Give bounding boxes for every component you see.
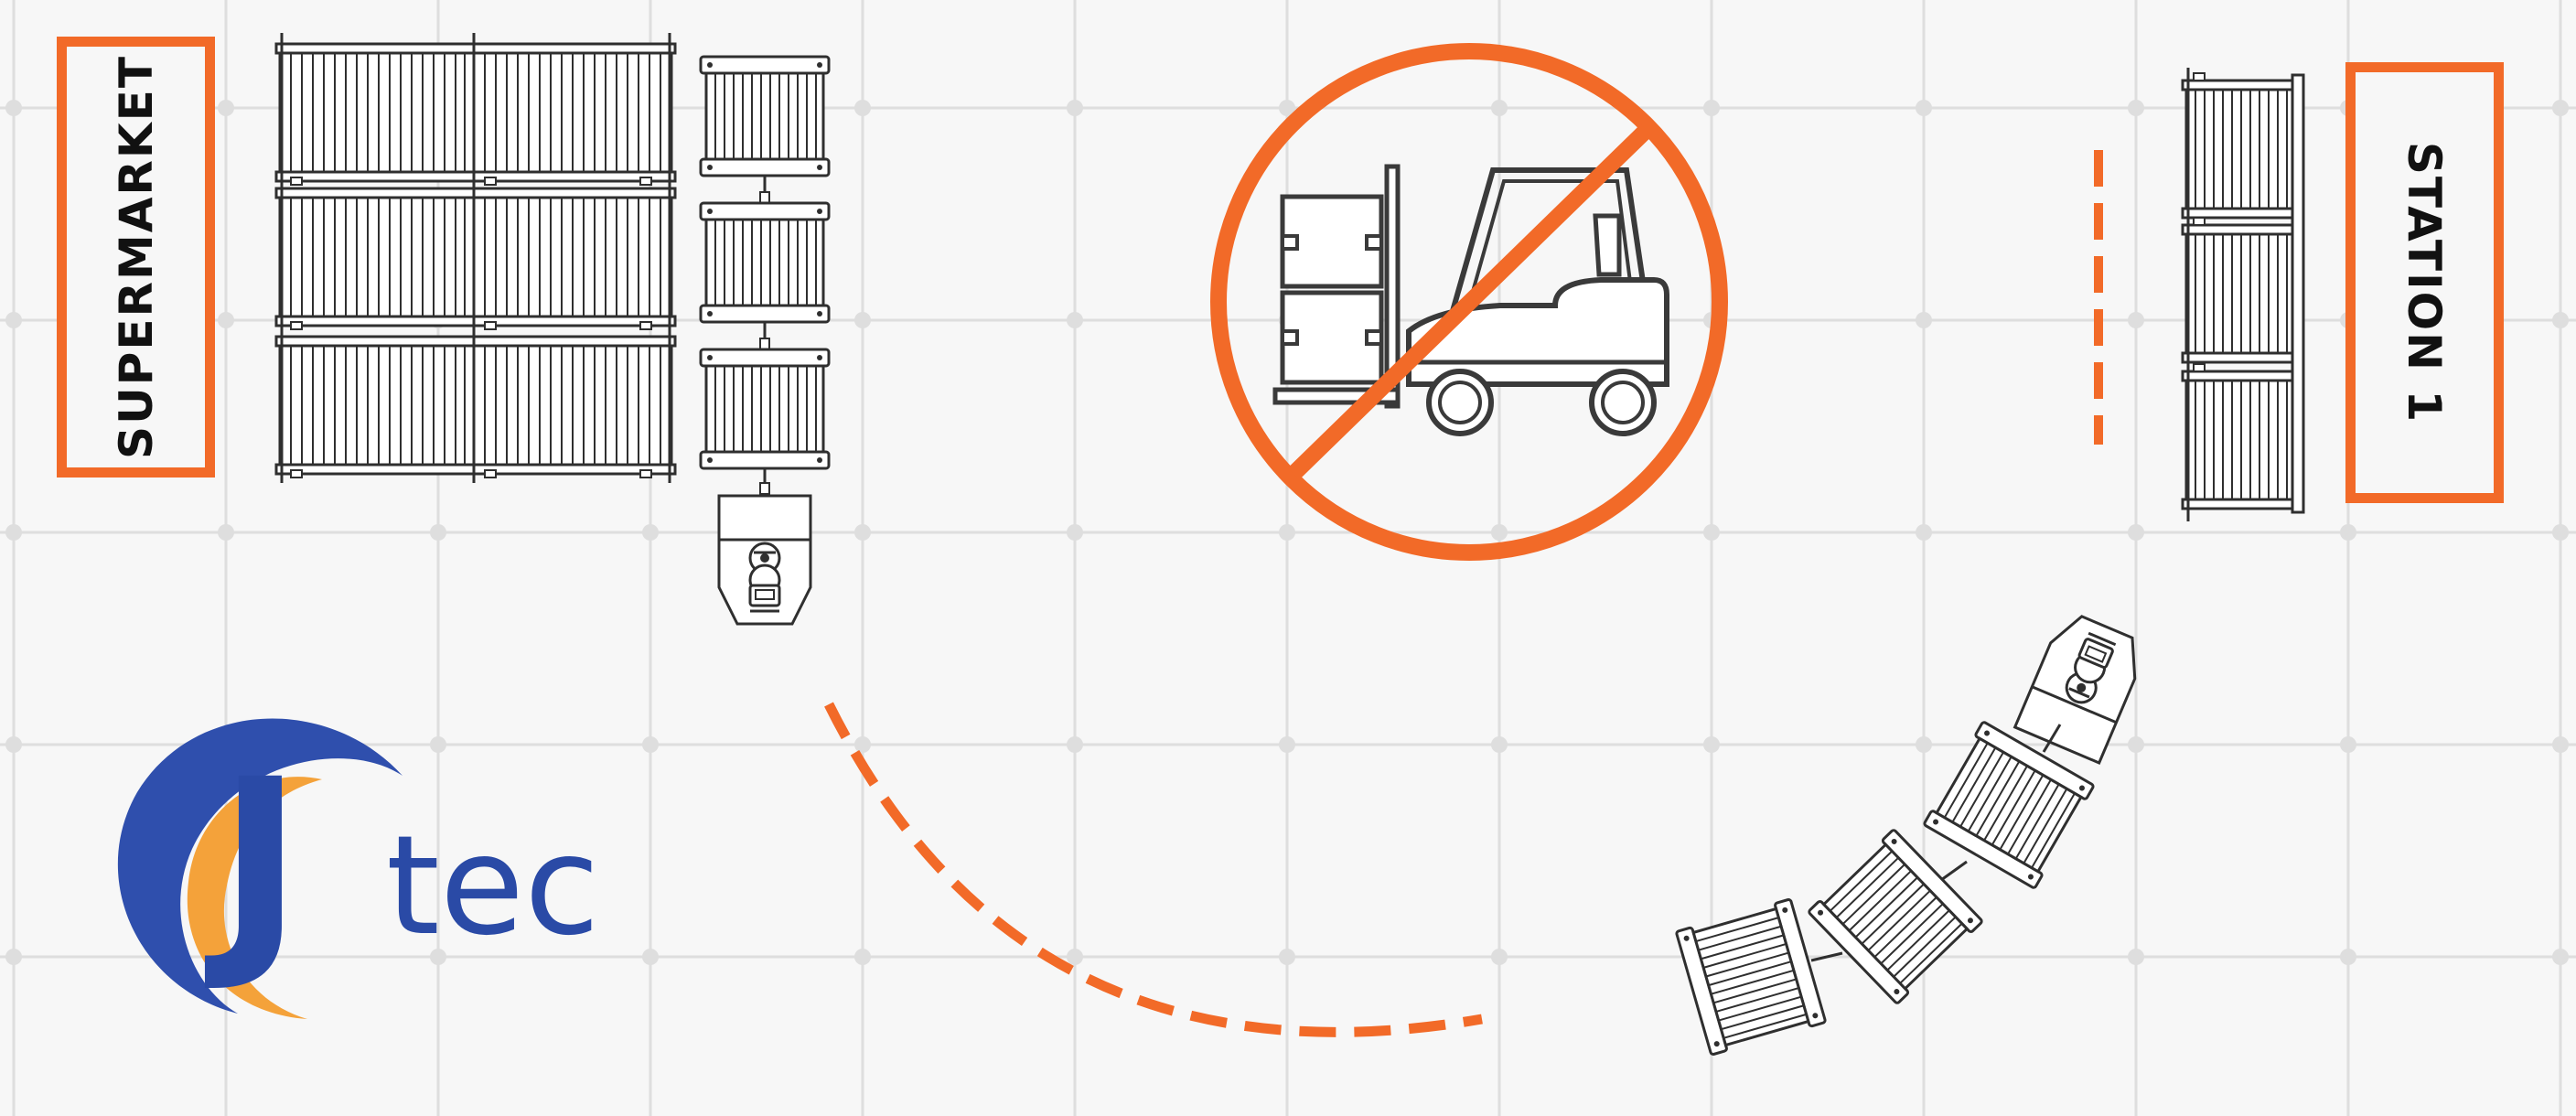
supermarket-racks [274, 33, 677, 483]
grid-node [1491, 736, 1508, 753]
grid-node [1067, 949, 1083, 965]
grid-node [854, 949, 871, 965]
grid-node [1916, 100, 1932, 116]
grid-node [2128, 736, 2144, 753]
grid-node [430, 736, 446, 753]
route-path [824, 702, 1483, 1037]
supermarket-label: SUPERMARKET [109, 55, 163, 459]
grid-node [1067, 312, 1083, 328]
grid-node [1916, 524, 1932, 541]
tugger-robot-icon [717, 494, 812, 626]
grid-node [1279, 949, 1295, 965]
grid-node [218, 524, 234, 541]
grid-node [2128, 524, 2144, 541]
jtec-logo: J tec [117, 718, 600, 1019]
grid-node [1067, 100, 1083, 116]
supermarket-label-box: SUPERMARKET [57, 37, 215, 478]
grid-node [1703, 524, 1720, 541]
grid-node [2340, 736, 2356, 753]
grid-node [1279, 736, 1295, 753]
grid-node [2128, 949, 2144, 965]
logo-letter: J [204, 730, 303, 996]
grid-node [1703, 100, 1720, 116]
grid-node [2552, 736, 2569, 753]
grid-node [2552, 100, 2569, 116]
grid-node [2340, 524, 2356, 541]
grid-node [5, 736, 22, 753]
grid-node [2340, 949, 2356, 965]
grid-node [1491, 100, 1508, 116]
logo-suffix: tec [386, 807, 600, 966]
grid-node [642, 949, 659, 965]
grid-node [854, 736, 871, 753]
grid-node [430, 949, 446, 965]
grid-node [1916, 312, 1932, 328]
grid-node [218, 312, 234, 328]
grid-node [1491, 524, 1508, 541]
grid-node [1916, 736, 1932, 753]
grid-node [1067, 524, 1083, 541]
grid-node [5, 312, 22, 328]
grid-node [1491, 949, 1508, 965]
grid-node [1279, 524, 1295, 541]
grid-node [642, 736, 659, 753]
grid-node [854, 100, 871, 116]
grid-node [854, 312, 871, 328]
grid-node [2128, 100, 2144, 116]
grid-node [2552, 524, 2569, 541]
no-forklift-icon [1210, 43, 1728, 561]
station-label-box: STATION 1 [2345, 62, 2504, 503]
grid-node [5, 100, 22, 116]
grid-node [2552, 312, 2569, 328]
grid-node [2552, 949, 2569, 965]
grid-node [430, 524, 446, 541]
grid-node [5, 949, 22, 965]
grid-node [1703, 736, 1720, 753]
grid-node [218, 100, 234, 116]
grid-node [642, 524, 659, 541]
grid-node [854, 524, 871, 541]
station-racks [2181, 68, 2305, 521]
grid-node [1279, 100, 1295, 116]
tugger-train-station [1674, 607, 2151, 1057]
grid-node [2128, 312, 2144, 328]
grid-node [1067, 736, 1083, 753]
tugger-train-supermarket [699, 55, 831, 626]
grid-node [5, 524, 22, 541]
station-label: STATION 1 [2398, 141, 2452, 424]
